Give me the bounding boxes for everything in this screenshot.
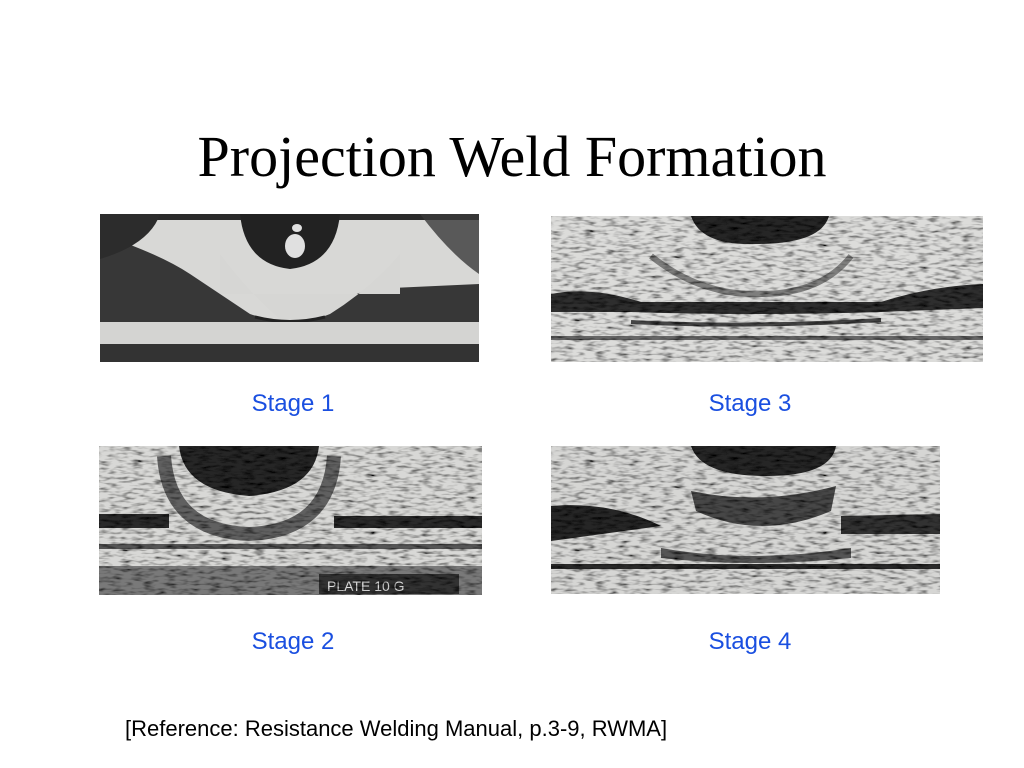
stage-3-label: Stage 3 [708, 390, 792, 417]
stage-4-micrograph [551, 446, 940, 594]
plate-stamp-text: PLATE 10 G [327, 578, 405, 594]
stage-4-label: Stage 4 [708, 628, 792, 655]
stage-2-micrograph: PLATE 10 G [99, 446, 482, 595]
reference-citation: [Reference: Resistance Welding Manual, p… [125, 716, 668, 741]
stage-2-label: Stage 2 [251, 628, 335, 655]
stage-1-micrograph [100, 214, 479, 362]
stage-1-label: Stage 1 [251, 390, 335, 417]
stage-3-micrograph [551, 216, 983, 362]
slide-title: Projection Weld Formation [197, 124, 827, 189]
